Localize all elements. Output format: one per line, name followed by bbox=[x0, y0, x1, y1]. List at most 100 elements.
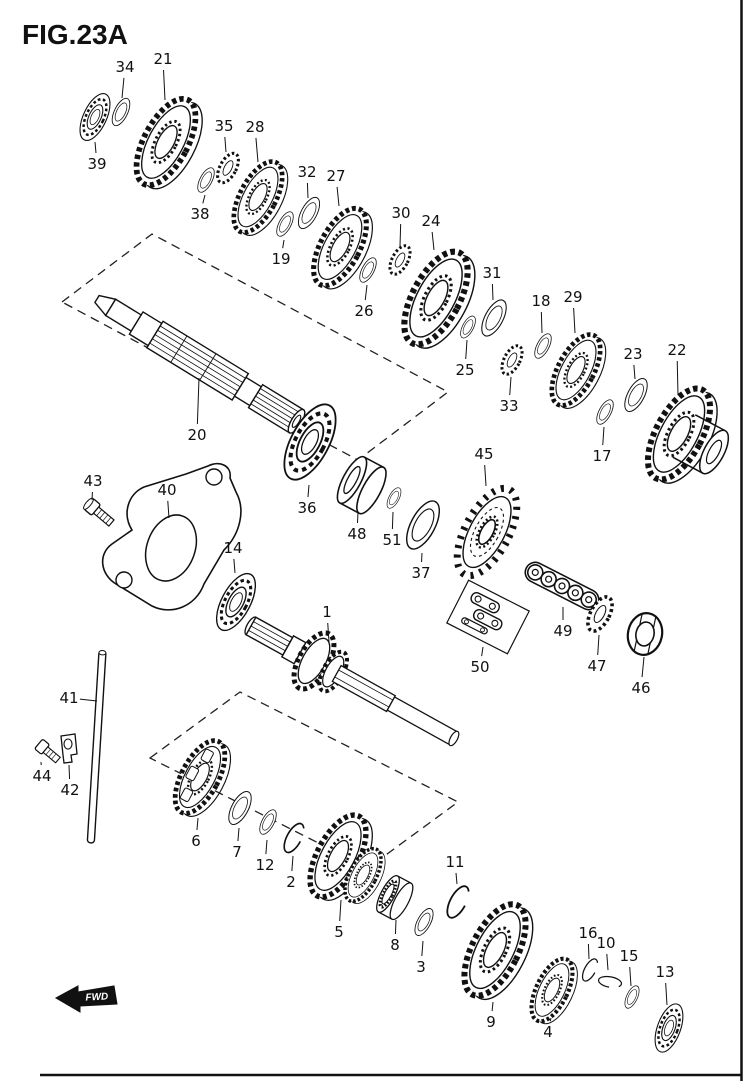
callout-leader-4 bbox=[549, 1017, 552, 1022]
part-22-hub bbox=[672, 414, 730, 475]
callout-label-26: 26 bbox=[354, 302, 373, 320]
callout-leader-18 bbox=[540, 311, 543, 334]
callout-label-48: 48 bbox=[347, 525, 366, 543]
callout-label-40: 40 bbox=[157, 481, 176, 499]
callout-leader-30 bbox=[399, 223, 402, 247]
callout-leader-26 bbox=[364, 284, 368, 301]
callout-label-17: 17 bbox=[592, 447, 611, 465]
callouts-layer: 1234567891011121314151617181920212223242… bbox=[32, 50, 686, 1041]
callout-leader-48 bbox=[356, 511, 359, 524]
callout-label-35: 35 bbox=[214, 117, 233, 135]
part-40-bracket bbox=[101, 462, 242, 611]
callout-leader-33 bbox=[509, 376, 512, 396]
callout-label-11: 11 bbox=[445, 853, 464, 871]
callout-label-29: 29 bbox=[563, 288, 582, 306]
callout-label-50: 50 bbox=[470, 658, 489, 676]
fwd-arrow-icon bbox=[54, 985, 118, 1013]
phantom-outline-mainshaft bbox=[60, 233, 450, 461]
part-11-circlip bbox=[442, 882, 474, 922]
callout-leader-16 bbox=[587, 943, 590, 960]
callout-label-28: 28 bbox=[245, 118, 264, 136]
callout-leader-2 bbox=[291, 855, 294, 872]
callout-label-37: 37 bbox=[411, 564, 430, 582]
callout-leader-34 bbox=[121, 77, 125, 99]
callout-leader-51 bbox=[391, 511, 394, 530]
part-49-chain bbox=[524, 561, 600, 611]
callout-leader-47 bbox=[597, 634, 600, 656]
part-22-gear bbox=[635, 379, 734, 493]
callout-leader-6 bbox=[196, 817, 199, 831]
callout-leader-13 bbox=[665, 982, 668, 1006]
part-41-rod bbox=[86, 650, 107, 844]
callout-leader-29 bbox=[573, 307, 576, 334]
callout-label-23: 23 bbox=[623, 345, 642, 363]
part-42-clamp bbox=[60, 733, 78, 764]
part-20-main-shaft bbox=[94, 294, 306, 434]
part-15-washer bbox=[621, 983, 643, 1011]
callout-label-31: 31 bbox=[482, 264, 501, 282]
callout-label-39: 39 bbox=[87, 155, 106, 173]
callout-leader-14 bbox=[233, 558, 236, 574]
callout-label-27: 27 bbox=[326, 167, 345, 185]
callout-label-33: 33 bbox=[499, 397, 518, 415]
part-31-ring bbox=[476, 295, 512, 341]
part-48-bushing bbox=[331, 452, 393, 519]
callout-label-1: 1 bbox=[322, 603, 332, 621]
callout-label-30: 30 bbox=[391, 204, 410, 222]
callout-leader-10 bbox=[606, 953, 609, 971]
callout-leader-15 bbox=[629, 966, 632, 987]
part-33-splined-washer bbox=[496, 341, 528, 379]
part-37-ring bbox=[399, 495, 447, 555]
callout-leader-46 bbox=[641, 656, 645, 678]
callout-leader-3 bbox=[421, 940, 424, 957]
callout-leader-21 bbox=[163, 69, 166, 101]
callout-label-24: 24 bbox=[421, 212, 440, 230]
callout-leader-22 bbox=[676, 360, 679, 396]
callout-leader-40 bbox=[167, 500, 170, 519]
callout-leader-9 bbox=[491, 1001, 494, 1012]
part-46-nut bbox=[622, 608, 668, 660]
part-9-gear bbox=[452, 895, 546, 1009]
callout-label-12: 12 bbox=[255, 856, 274, 874]
callout-leader-20 bbox=[196, 377, 200, 425]
callout-label-51: 51 bbox=[382, 531, 401, 549]
callout-leader-19 bbox=[282, 239, 285, 249]
callout-leader-1 bbox=[327, 622, 330, 643]
part-16-circlip bbox=[578, 956, 602, 984]
callout-label-42: 42 bbox=[60, 781, 79, 799]
callout-label-3: 3 bbox=[416, 958, 426, 976]
callout-label-5: 5 bbox=[334, 923, 344, 941]
part-34-washer bbox=[108, 95, 134, 129]
callout-leader-12 bbox=[265, 839, 268, 855]
callout-leader-5 bbox=[339, 899, 342, 922]
part-17-washer bbox=[592, 396, 618, 428]
callout-leader-45 bbox=[484, 464, 487, 487]
callout-label-13: 13 bbox=[655, 963, 674, 981]
callout-label-21: 21 bbox=[153, 50, 172, 68]
callout-label-45: 45 bbox=[474, 445, 493, 463]
callout-label-46: 46 bbox=[631, 679, 650, 697]
callout-label-44: 44 bbox=[32, 767, 51, 785]
callout-label-9: 9 bbox=[486, 1013, 496, 1031]
part-38-ring bbox=[193, 164, 219, 196]
part-7-ring bbox=[223, 787, 257, 829]
part-8-needle-bearing bbox=[370, 871, 419, 925]
callout-label-41: 41 bbox=[59, 689, 78, 707]
callout-label-2: 2 bbox=[286, 873, 296, 891]
part-3-ring bbox=[410, 905, 438, 939]
part-39-bearing bbox=[72, 87, 118, 147]
callout-label-36: 36 bbox=[297, 499, 316, 517]
callout-leader-36 bbox=[307, 484, 310, 498]
part-45-sprocket bbox=[445, 479, 529, 584]
callout-label-20: 20 bbox=[187, 426, 206, 444]
callout-label-10: 10 bbox=[596, 934, 615, 952]
callout-leader-17 bbox=[602, 426, 605, 446]
callout-leader-35 bbox=[224, 136, 227, 153]
callout-leader-24 bbox=[431, 231, 435, 251]
part-30-splined-washer bbox=[384, 241, 416, 279]
callout-label-14: 14 bbox=[223, 539, 242, 557]
callout-leader-25 bbox=[465, 339, 468, 360]
callout-leader-32 bbox=[306, 182, 309, 199]
callout-leader-28 bbox=[255, 137, 259, 163]
